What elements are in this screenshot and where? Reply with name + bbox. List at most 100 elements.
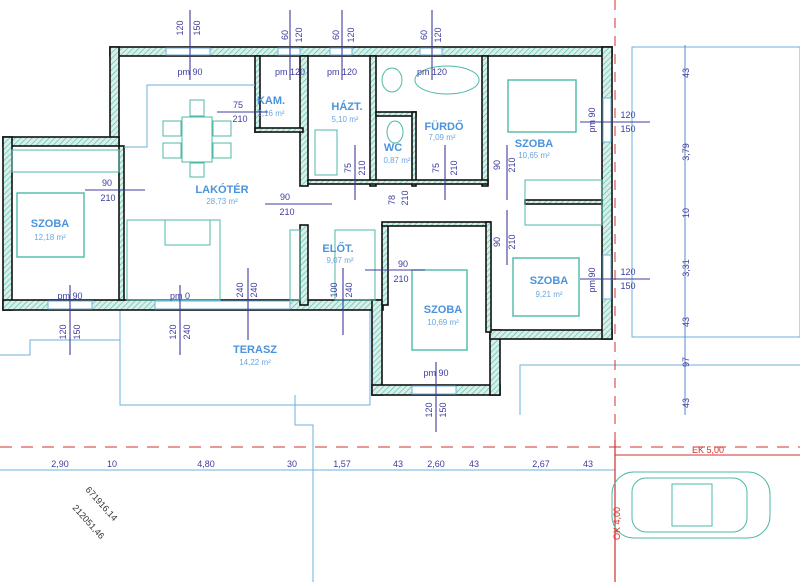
furniture (11, 65, 603, 351)
room-name-lakoter: LAKÓTÉR (195, 183, 248, 196)
window-height: 150 (620, 124, 635, 134)
room-area-szoba-se: 9,21 m² (535, 290, 562, 299)
room-name-szoba-w: SZOBA (31, 218, 70, 230)
room-area-wc: 0,87 m² (383, 156, 410, 165)
window-sill: pm 120 (327, 67, 357, 77)
dim-label: 3,79 (681, 143, 691, 161)
window-sill: pm 120 (417, 67, 447, 77)
dim-label: 43 (393, 459, 403, 469)
bed-se (512, 257, 580, 317)
door-height: 210 (232, 114, 247, 124)
room-labels: KAM. 2,16 m² HÁZT. 5,10 m² FÜRDŐ 7,09 m²… (31, 95, 569, 367)
door-width: 78 (387, 195, 397, 205)
window-height: 120 (346, 27, 356, 42)
window-width: 120 (168, 324, 178, 339)
door-height: 210 (100, 193, 115, 203)
room-area-szoba-w: 12,18 m² (34, 233, 66, 242)
room-name-szoba-se: SZOBA (530, 275, 569, 287)
dim-label: 10 (681, 208, 691, 218)
dim-label: 10 (107, 459, 117, 469)
door-height: 240 (249, 282, 259, 297)
bathtub (414, 65, 480, 95)
dim-label: 30 (287, 459, 297, 469)
dim-label: 2,67 (532, 459, 550, 469)
door-height: 210 (507, 234, 517, 249)
door-height: 210 (507, 157, 517, 172)
room-name-kam: KAM. (257, 95, 285, 107)
dim-label: 43 (681, 398, 691, 408)
door-width: 75 (233, 100, 243, 110)
door-width: 100 (329, 282, 339, 297)
dim-label: 43 (583, 459, 593, 469)
room-area-lakoter: 28,73 m² (206, 197, 238, 206)
window-width: 60 (331, 30, 341, 40)
window-width: 120 (424, 402, 434, 417)
room-area-kam: 2,16 m² (257, 109, 284, 118)
wc-toilet (386, 120, 404, 144)
bed-s (411, 269, 468, 351)
window-sill: pm 90 (57, 291, 82, 301)
window-width: 120 (58, 324, 68, 339)
room-area-szoba-s: 10,69 m² (427, 318, 459, 327)
window-height: 120 (433, 27, 443, 42)
room-name-wc: WC (384, 142, 402, 154)
room-name-elot: ELŐT. (322, 242, 353, 255)
room-name-furdo: FÜRDŐ (424, 120, 464, 133)
window-width: 120 (175, 20, 185, 35)
dimension-chain-horizontal: 2,90 10 4,80 30 1,57 43 2,60 43 2,67 43 (51, 459, 593, 469)
window-height: 150 (72, 324, 82, 339)
dimension-chain-vertical: 43 3,79 10 3,31 43 97 43 (681, 68, 691, 408)
window-height: 150 (620, 281, 635, 291)
room-name-szoba-ne: SZOBA (515, 138, 554, 150)
dim-label: 2,90 (51, 459, 69, 469)
door-height: 210 (279, 207, 294, 217)
bed-ne (507, 79, 577, 133)
walls (2, 46, 613, 396)
dim-label: 4,80 (197, 459, 215, 469)
car-icon (611, 471, 771, 539)
door-width: 240 (235, 282, 245, 297)
dining-table (181, 116, 213, 163)
room-area-szoba-ne: 10,65 m² (518, 151, 550, 160)
door-height: 210 (449, 160, 459, 175)
dim-label: 43 (681, 68, 691, 78)
ek-label: EK 5,00 (692, 445, 724, 455)
room-area-terasz: 14,22 m² (239, 358, 271, 367)
window-width: 120 (620, 110, 635, 120)
door-width: 75 (431, 163, 441, 173)
door-width: 90 (102, 178, 112, 188)
dim-label: 97 (681, 357, 691, 367)
window-sill: pm 0 (170, 291, 190, 301)
room-area-hazt: 5,10 m² (331, 115, 358, 124)
dim-label: 2,60 (427, 459, 445, 469)
window-height: 150 (192, 20, 202, 35)
door-width: 90 (492, 237, 502, 247)
dim-label: 3,31 (681, 259, 691, 277)
window-sill: pm 90 (587, 107, 597, 132)
dim-label: 43 (469, 459, 479, 469)
window-markers: 120 150 pm 90 60 120 pm 120 60 120 pm 12… (57, 10, 650, 432)
ok-label: OK 4,00 (612, 507, 622, 540)
window-height: 150 (438, 402, 448, 417)
room-name-terasz: TERASZ (233, 344, 277, 356)
room-area-furdo: 7,09 m² (428, 133, 455, 142)
window-sill: pm 120 (275, 67, 305, 77)
room-area-elot: 9,07 m² (326, 256, 353, 265)
dim-label: 43 (681, 317, 691, 327)
door-height: 210 (400, 190, 410, 205)
room-name-szoba-s: SZOBA (424, 304, 463, 316)
window-sill: pm 90 (423, 368, 448, 378)
door-width: 90 (492, 160, 502, 170)
door-width: 75 (343, 163, 353, 173)
door-width: 90 (280, 192, 290, 202)
door-height: 240 (344, 282, 354, 297)
door-markers: 75 210 90 210 90 210 75 210 75 210 78 21… (85, 100, 517, 340)
bed-w (16, 192, 85, 258)
door-height: 210 (357, 160, 367, 175)
toilet (381, 67, 403, 93)
window-width: 60 (419, 30, 429, 40)
window-sill: pm 90 (177, 67, 202, 77)
window-sill: pm 90 (587, 267, 597, 292)
